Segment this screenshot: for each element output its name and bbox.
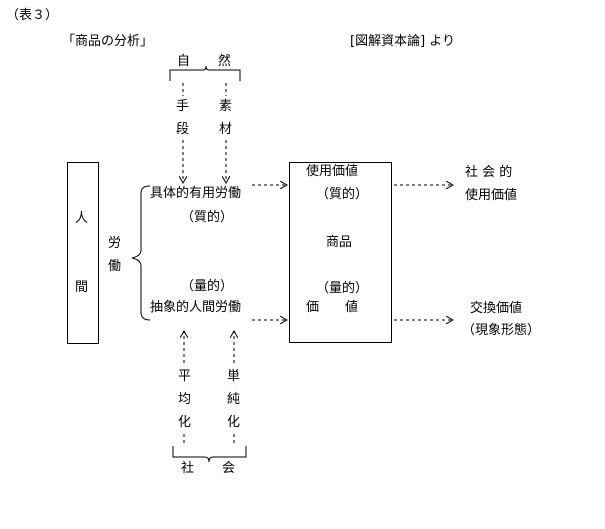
output-social: 社 会 的 [465, 165, 513, 180]
labor-brace [131, 185, 151, 321]
simplifying-char-2: 純 [227, 392, 241, 407]
abstract-labor: 抽象的人間労働 [150, 300, 242, 315]
labor-char-1: 労 [108, 236, 122, 251]
averaging-char-1: 平 [178, 369, 192, 384]
averaging-char-2: 均 [178, 392, 192, 407]
nature-left-char: 自 [177, 54, 191, 69]
abstract-quantity: （量的） [181, 279, 234, 294]
simplifying-char-3: 化 [227, 415, 241, 430]
left-title: 「商品の分析」 [62, 34, 154, 49]
commodity-use-value: 使用価値 [306, 164, 359, 179]
table-label: （表３） [6, 8, 59, 23]
concrete-labor: 具体的有用労働 [150, 186, 242, 201]
material-char-2: 材 [219, 122, 233, 137]
averaging-char-3: 化 [178, 415, 192, 430]
commodity-quality: （質的） [316, 187, 369, 202]
human-box [67, 162, 99, 344]
human-char-2: 間 [75, 280, 89, 295]
bottom-brace [172, 446, 247, 463]
society-right-char: 会 [222, 461, 236, 476]
means-char-1: 手 [176, 99, 190, 114]
output-use-value: 使用価値 [465, 188, 518, 203]
concrete-quality: （質的） [181, 210, 234, 225]
means-char-2: 段 [176, 122, 190, 137]
simplifying-char-1: 単 [227, 369, 241, 384]
commodity-center: 商品 [326, 235, 353, 250]
labor-char-2: 働 [108, 259, 122, 274]
nature-right-char: 然 [218, 54, 232, 69]
commodity-quantity: （量的） [316, 281, 369, 296]
output-exchange-value: 交換価値 [470, 301, 523, 316]
society-left-char: 社 [181, 461, 195, 476]
output-phenomenal-form: （現象形態） [462, 323, 541, 338]
top-brace [169, 65, 241, 81]
human-char-1: 人 [75, 211, 89, 226]
right-title: [図解資本論] より [350, 34, 456, 49]
commodity-value: 価 値 [306, 300, 359, 315]
commodity-box [289, 162, 392, 343]
material-char-1: 素 [219, 99, 233, 114]
